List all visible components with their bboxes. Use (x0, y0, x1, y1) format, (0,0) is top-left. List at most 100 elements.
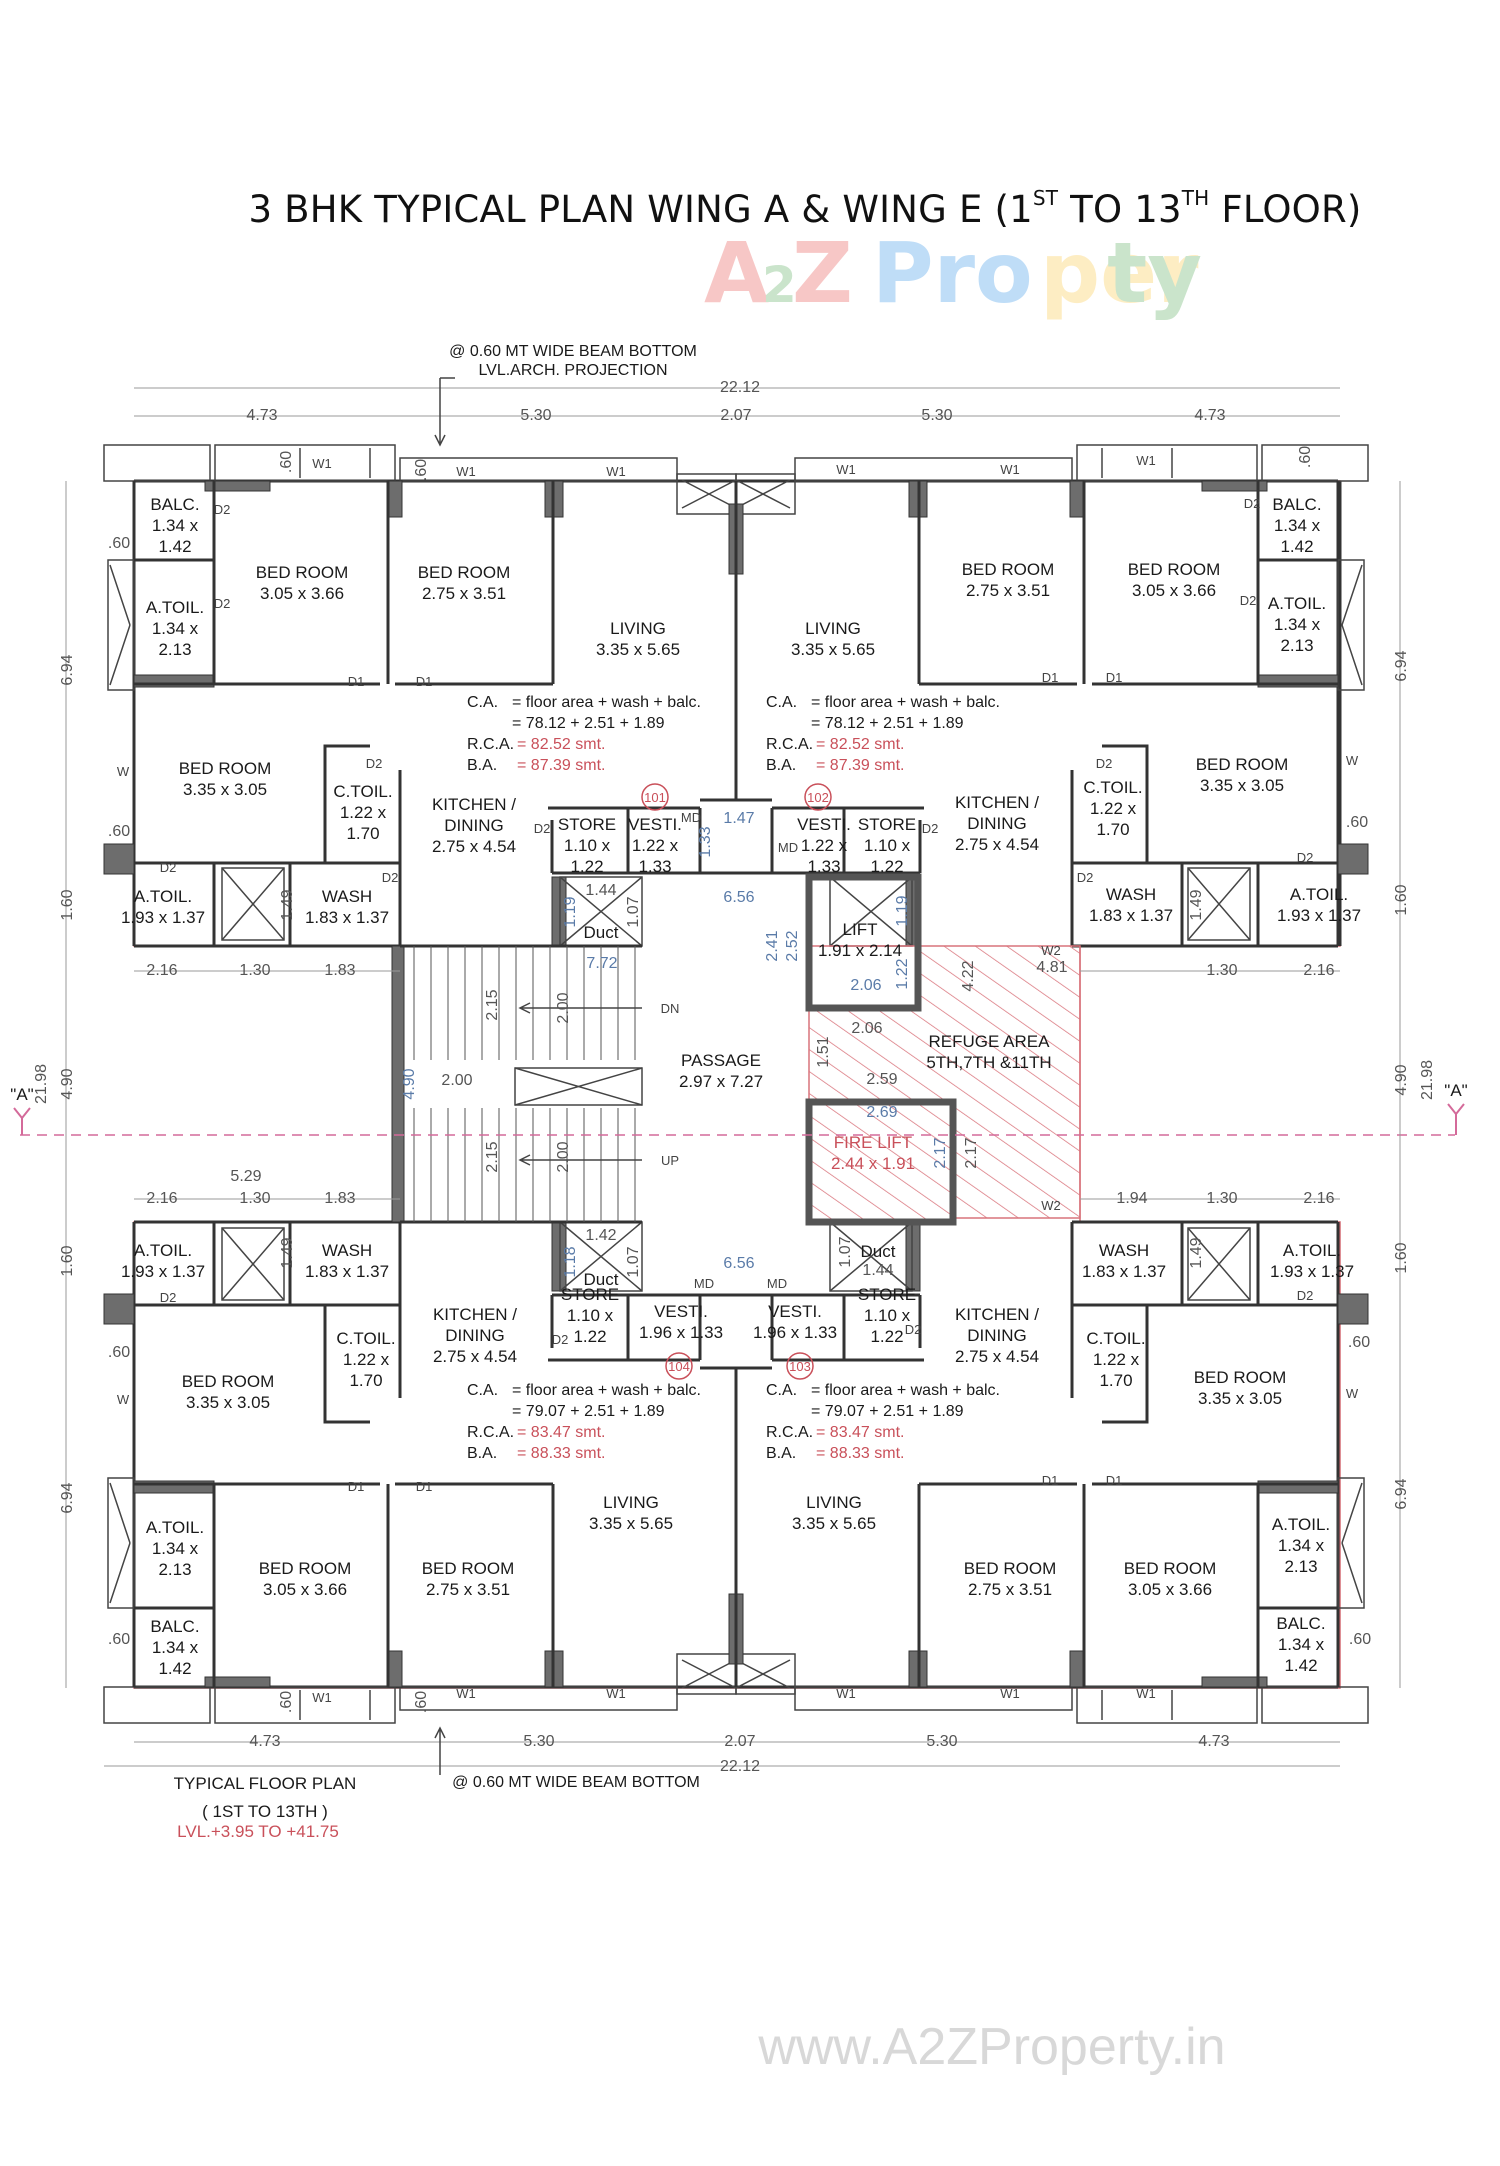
opening-tag: W (1346, 753, 1359, 768)
room-size: 1.33 (807, 857, 840, 876)
dimension-label: 2.00 (441, 1072, 472, 1089)
room-size: 1.83 x 1.37 (305, 908, 389, 927)
room-name: BALC. (150, 495, 199, 514)
room-size: 3.35 x 3.05 (186, 1393, 270, 1412)
dimension-label: 6.94 (1393, 1478, 1410, 1509)
dimension-label: 1.49 (279, 1237, 296, 1268)
carpet-area-formula: = floor area + wash + balc. (811, 694, 1000, 711)
opening-tag: D1 (416, 674, 433, 689)
dimension-label: 1.83 (324, 1190, 355, 1207)
dimension-label: .60 (108, 535, 130, 552)
built-up-area-label: B.A. (766, 1445, 796, 1462)
unit-number-badge (641, 783, 669, 811)
rca-value: = 82.52 smt. (816, 736, 905, 753)
room-size: 1.34 x (1278, 1635, 1325, 1654)
room-size: 3.35 x 5.65 (791, 640, 875, 659)
opening-tag: W (117, 1392, 130, 1407)
dimension-label: 2.07 (720, 407, 751, 424)
dimension-label: 4.90 (401, 1068, 418, 1099)
dimension-label: 4.22 (960, 960, 977, 991)
opening-tag: W1 (1136, 453, 1156, 468)
dimension-label: 1.49 (279, 889, 296, 920)
dimension-label: 5.30 (523, 1733, 554, 1750)
room-size: 2.13 (158, 1560, 191, 1579)
room-size: 2.13 (158, 640, 191, 659)
beam-note-top: @ 0.60 MT WIDE BEAM BOTTOM (449, 343, 697, 360)
dimension-label: 1.51 (815, 1036, 832, 1067)
room-name: BED ROOM (962, 560, 1055, 579)
room-size: 1.34 x (152, 1539, 199, 1558)
rca-value: = 83.47 smt. (517, 1424, 606, 1441)
carpet-area-label: C.A. (467, 1382, 498, 1399)
opening-tag: D2 (905, 1322, 922, 1337)
opening-tag: D1 (1106, 670, 1123, 685)
dimension-label: 4.73 (246, 407, 277, 424)
room-name: C.TOIL. (336, 1329, 395, 1348)
opening-tag: D2 (552, 1332, 569, 1347)
room-size: 1.83 x 1.37 (1089, 906, 1173, 925)
opening-tag: D1 (1042, 670, 1059, 685)
title-text: FLOOR) (1209, 188, 1362, 231)
room-name: BED ROOM (1124, 1559, 1217, 1578)
opening-tag: D1 (1106, 1473, 1123, 1488)
stair-direction-label: DN (661, 1001, 680, 1016)
room-name: BALC. (1276, 1614, 1325, 1633)
room-size: 1.10 x (564, 836, 611, 855)
carpet-area-formula: = floor area + wash + balc. (811, 1382, 1000, 1399)
dimension-label: 1.49 (1188, 889, 1205, 920)
svg-text:Pro: Pro (872, 224, 1033, 322)
room-size: 1.22 (570, 857, 603, 876)
rca-value: = 82.52 smt. (517, 736, 606, 753)
dimension-label: 2.41 (764, 930, 781, 961)
room-name: A.TOIL. (134, 1241, 192, 1260)
room-name: WASH (322, 1241, 372, 1260)
opening-tag: D2 (1297, 1288, 1314, 1303)
dimension-label: 1.30 (239, 1190, 270, 1207)
dimension-label: 2.59 (866, 1071, 897, 1088)
room-name: STORE (561, 1285, 619, 1304)
room-name: Duct (861, 1242, 896, 1261)
dimension-label: 2.16 (146, 1190, 177, 1207)
section-marker-left: "A" (10, 1085, 33, 1104)
room-size: 1.22 (573, 1327, 606, 1346)
room-name: LIVING (806, 1493, 862, 1512)
opening-tag: MD (767, 1276, 787, 1291)
room-size: 2.75 x 4.54 (432, 837, 516, 856)
room-size: 3.05 x 3.66 (260, 584, 344, 603)
dimension-label: 2.06 (851, 1020, 882, 1037)
dimension-label: .60 (1349, 1631, 1371, 1648)
opening-tag: W2 (1041, 1198, 1061, 1213)
dimension-label: 4.81 (1036, 959, 1067, 976)
room-size: 1.93 x 1.37 (1270, 1262, 1354, 1281)
opening-tag: W (117, 764, 130, 779)
opening-tag: W (1346, 1386, 1359, 1401)
opening-tag: W1 (312, 1690, 332, 1705)
room-name: BED ROOM (418, 563, 511, 582)
room-name: WASH (1099, 1241, 1149, 1260)
rca-label: R.C.A. (766, 1424, 813, 1441)
room-size: 2.75 x 3.51 (966, 581, 1050, 600)
room-name: VESTI. (654, 1302, 708, 1321)
room-size: 1.22 (870, 1327, 903, 1346)
opening-tag: D1 (348, 1479, 365, 1494)
dimension-label: 6.56 (723, 889, 754, 906)
dimension-label: 1.47 (723, 810, 754, 827)
room-size: 3.05 x 3.66 (1132, 581, 1216, 600)
dimension-label: 21.98 (1419, 1060, 1436, 1100)
room-name: A.TOIL. (1290, 885, 1348, 904)
staircase (413, 946, 636, 1222)
carpet-area-formula: = floor area + wash + balc. (512, 1382, 701, 1399)
dimension-label: 1.44 (585, 882, 616, 899)
opening-tag: W1 (312, 456, 332, 471)
opening-tag: D2 (366, 756, 383, 771)
dimension-label: 2.00 (555, 1141, 572, 1172)
room-name: Duct (584, 923, 619, 942)
room-name: STORE (558, 815, 616, 834)
section-marker-right: "A" (1444, 1081, 1467, 1100)
room-size: 1.96 x 1.33 (753, 1323, 837, 1342)
svg-text:ty: ty (1107, 224, 1202, 322)
dimension-label: 2.15 (484, 989, 501, 1020)
dimension-label: 5.30 (921, 407, 952, 424)
dimension-label: 1.22 (894, 958, 911, 989)
room-size: 1.42 (1280, 537, 1313, 556)
